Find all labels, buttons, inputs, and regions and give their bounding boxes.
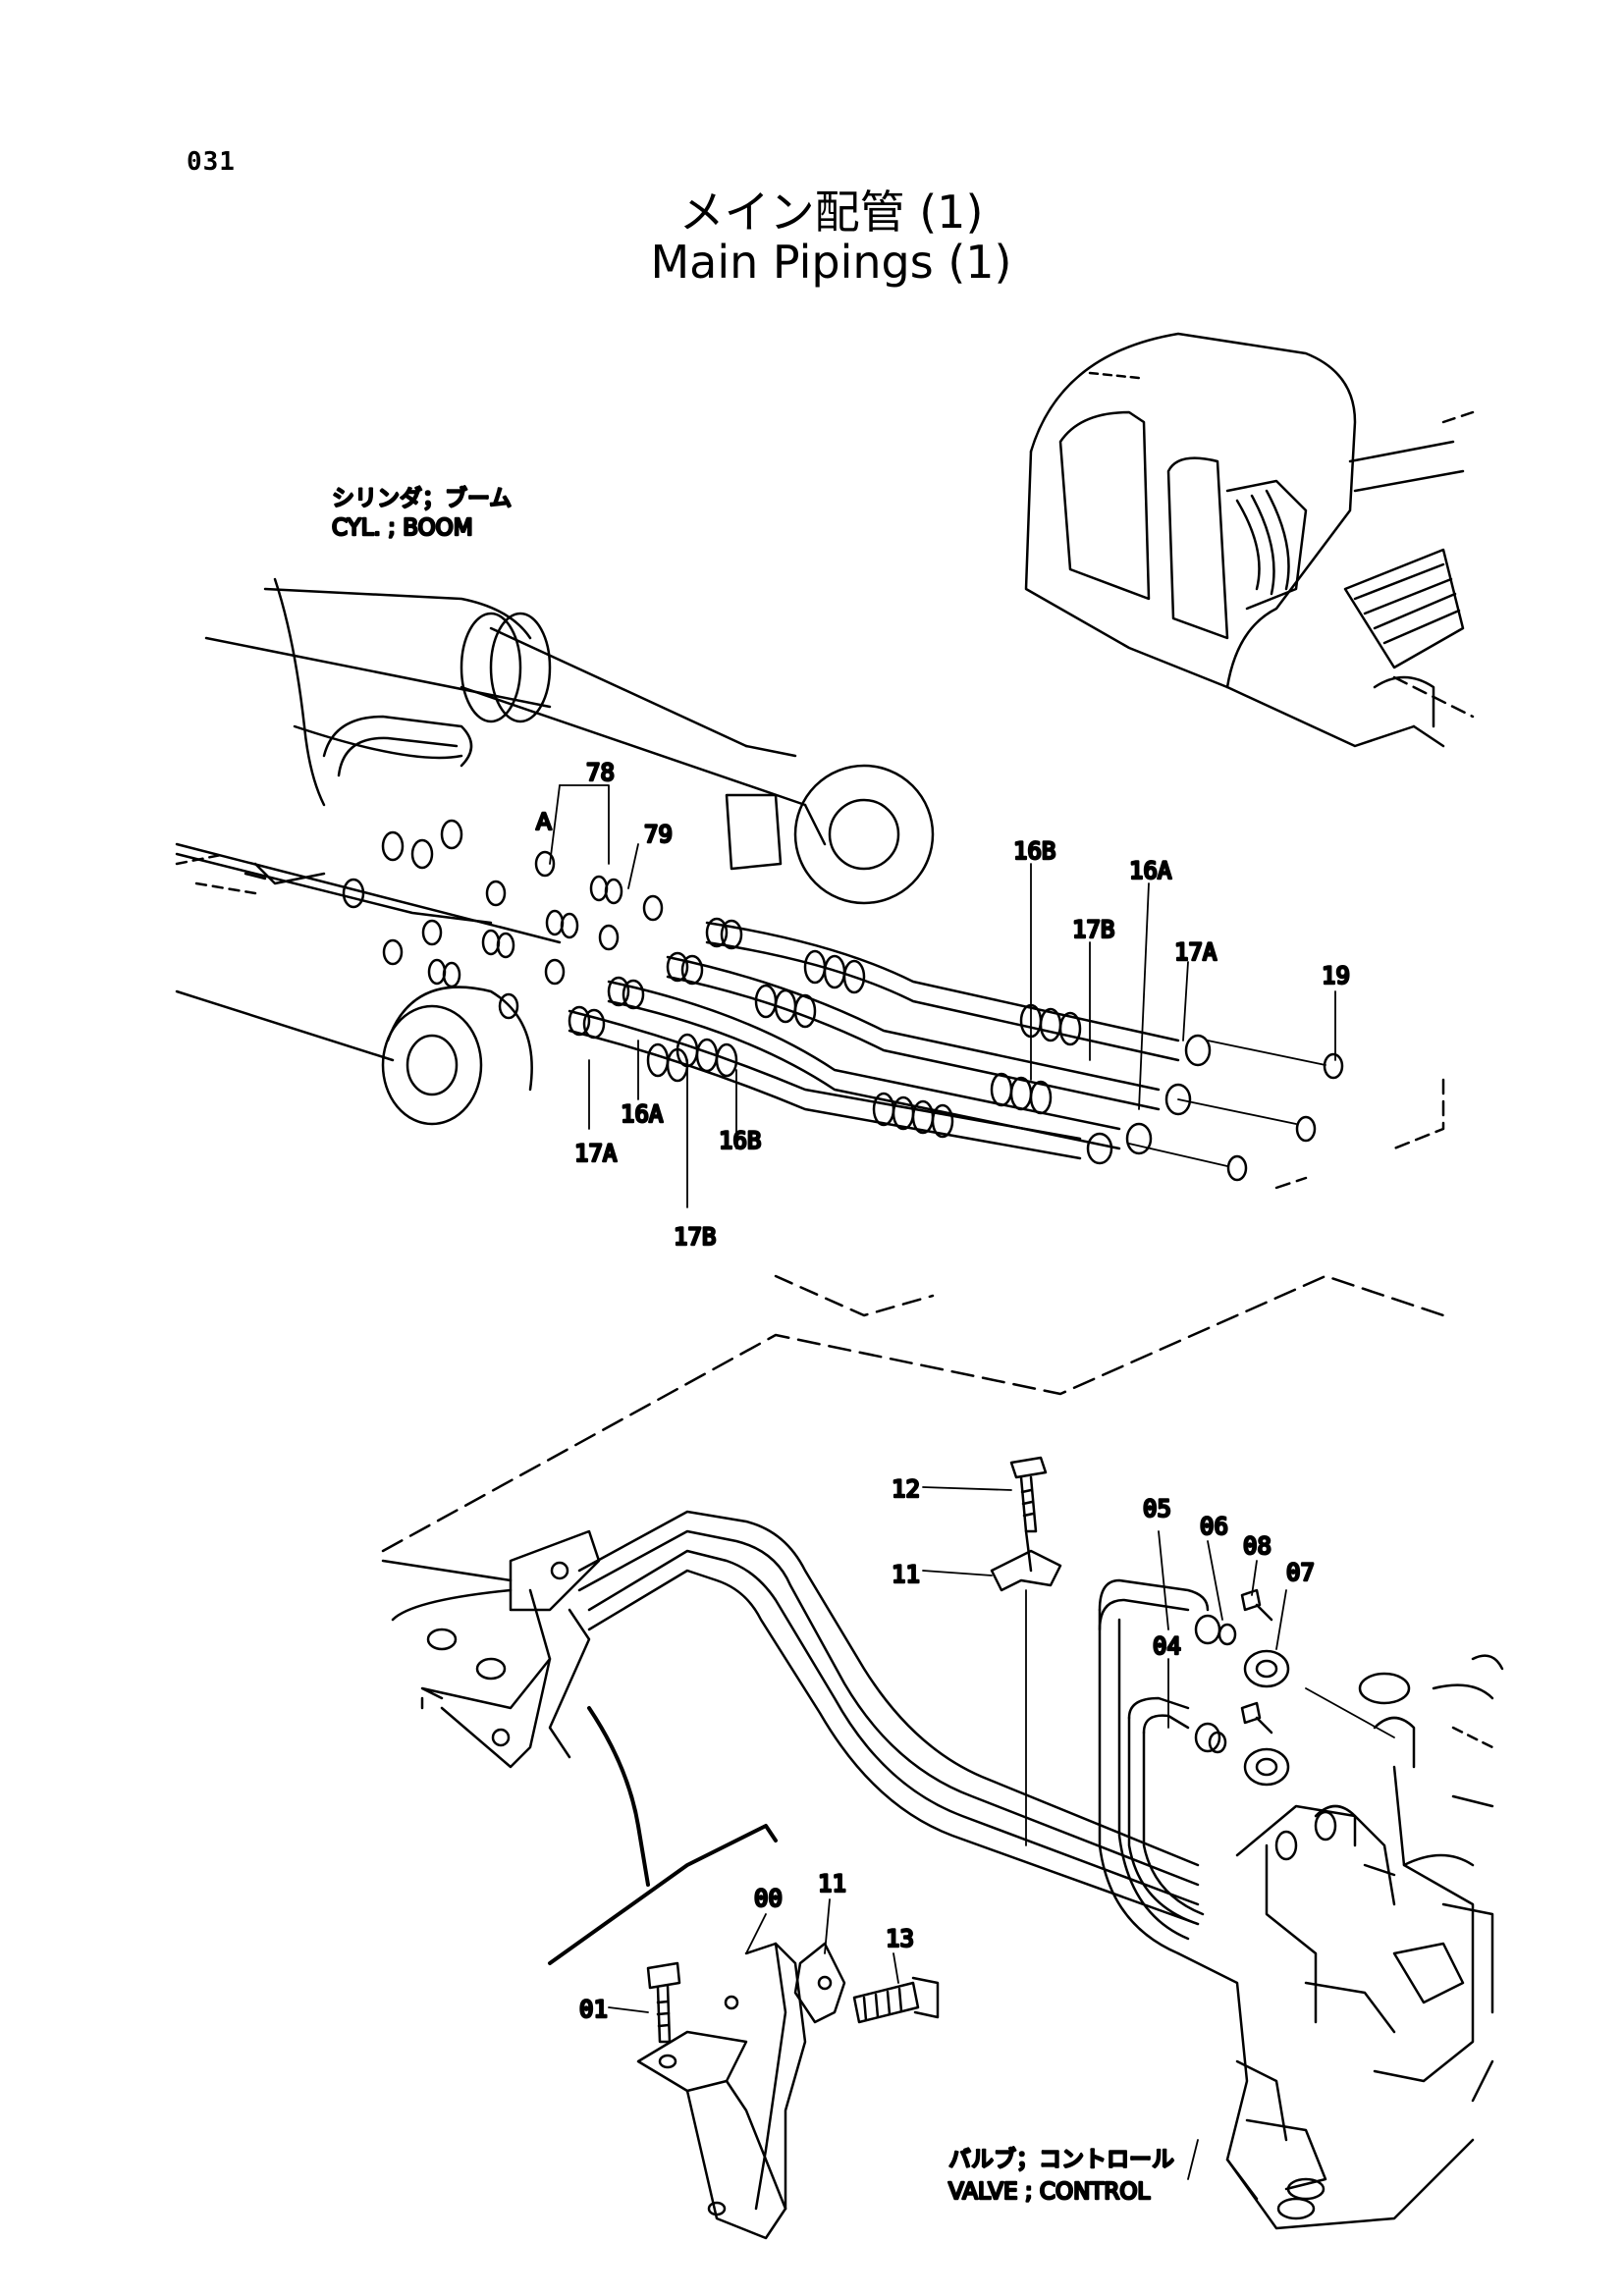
page-title-japanese: メイン配管 (1) [678,186,984,239]
boom-cylinder-drawing [175,577,935,1126]
callout-11-bottom: 11 [818,1870,846,1897]
callout-A: A [536,810,552,835]
callout-13: 13 [886,1925,914,1952]
callout-07: 07 [1286,1559,1315,1586]
callout-00: 00 [754,1885,783,1912]
note-control-valve-en: VALVE ; CONTROL [948,2179,1150,2205]
callout-17A-bottom: 17A [574,1140,618,1167]
leader-lines [549,784,1395,2180]
callout-17A-top: 17A [1174,938,1217,966]
callout-16B-top: 16B [1013,837,1055,865]
note-control-valve-jp: バルブ；コントロール [948,2147,1174,2172]
page-number: 031 [187,147,236,177]
hoses-drawing [342,819,1445,1317]
callout-06: 06 [1200,1513,1228,1540]
callout-05: 05 [1143,1495,1171,1522]
lower-piping-drawing [420,1510,1210,1955]
callout-78: 78 [586,759,615,786]
callout-17B-bottom: 17B [674,1223,716,1251]
callout-01: 01 [579,1996,608,2023]
callout-19: 19 [1322,962,1350,989]
control-valve-drawing [1176,1654,1504,2230]
small-parts-drawing [548,1456,1290,2240]
callout-08: 08 [1243,1532,1271,1560]
page-title-english: Main Pipings (1) [650,236,1012,289]
note-boom-cylinder-en: CYL. ; BOOM [332,515,473,541]
callout-16A-bottom: 16A [621,1100,664,1128]
callout-17B-top: 17B [1072,916,1114,943]
callout-04: 04 [1153,1632,1181,1660]
excavator-cab-drawing [1024,332,1475,748]
callout-16A-top: 16A [1129,857,1172,884]
callout-12: 12 [892,1475,920,1503]
callout-79: 79 [644,821,673,848]
note-boom-cylinder-jp: シリンダ；ブーム [332,486,512,511]
callout-16B-bottom: 16B [719,1127,761,1154]
floor-outline-drawing [381,1274,1445,1622]
callout-11-top: 11 [892,1561,920,1588]
